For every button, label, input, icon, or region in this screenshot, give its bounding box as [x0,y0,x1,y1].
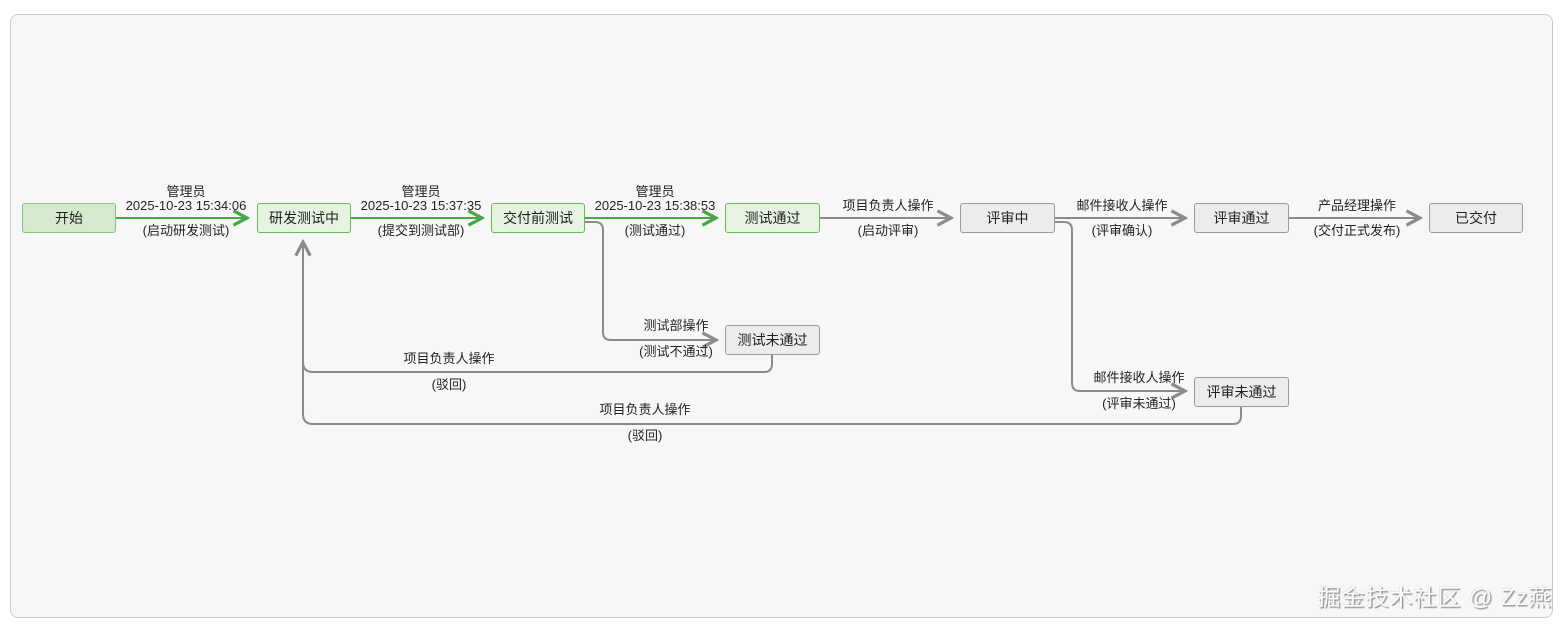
edge-timestamp: 2025-10-23 15:34:06 [125,198,247,213]
edge-label-testfailed-dev: 项目负责人操作 (驳回) [403,352,494,392]
node-review-passed: 评审通过 [1194,203,1289,233]
edge-label-dev-predelivery: 管理员 2025-10-23 15:37:35 (提交到测试部) [361,185,482,238]
edge-actor: 测试部操作 [643,318,709,333]
edge-label-predelivery-testpassed: 管理员 2025-10-23 15:38:53 (测试通过) [595,185,716,238]
edge-action: (测试不通过) [639,344,713,359]
node-dev-testing: 研发测试中 [257,203,351,233]
edge-actor: 项目负责人操作 [599,402,691,417]
edge-action: (测试通过) [624,223,686,238]
edge-action: (评审确认) [1091,223,1153,238]
edge-action: (驳回) [627,428,663,443]
node-delivered: 已交付 [1429,203,1523,233]
edge-actor: 邮件接收人操作 [1093,370,1185,385]
edge-action: (提交到测试部) [377,223,465,238]
edge-actor: 项目负责人操作 [403,351,495,366]
node-test-passed: 测试通过 [725,203,820,233]
edge-action: (交付正式发布) [1313,223,1401,238]
edge-label-predelivery-testfailed: 测试部操作 (测试不通过) [639,319,713,359]
node-pre-delivery-testing: 交付前测试 [491,203,585,233]
edge-action: (驳回) [431,377,467,392]
edge-actor: 产品经理操作 [1317,198,1397,213]
edge-timestamp: 2025-10-23 15:37:35 [360,198,482,213]
edge-label-inreview-reviewfailed: 邮件接收人操作 (评审未通过) [1093,371,1184,411]
edge-actor: 管理员 [401,184,441,199]
edge-actor: 项目负责人操作 [842,198,934,213]
edge-timestamp: 2025-10-23 15:38:53 [594,198,716,213]
node-review-failed: 评审未通过 [1194,377,1289,407]
edge-actor: 邮件接收人操作 [1076,198,1168,213]
edge-label-inreview-reviewpassed: 邮件接收人操作 (评审确认) [1076,199,1167,238]
edge-label-reviewpassed-delivered: 产品经理操作 (交付正式发布) [1314,199,1401,238]
node-test-failed: 测试未通过 [725,325,820,355]
edge-actor: 管理员 [166,184,206,199]
edge-action: (评审未通过) [1102,396,1176,411]
edge-label-testpassed-inreview: 项目负责人操作 (启动评审) [842,199,933,238]
edge-action: (启动研发测试) [142,223,230,238]
edge-action: (启动评审) [857,223,919,238]
edge-label-start-dev: 管理员 2025-10-23 15:34:06 (启动研发测试) [126,185,247,238]
node-in-review: 评审中 [960,203,1055,233]
edge-label-reviewfailed-dev: 项目负责人操作 (驳回) [599,403,690,443]
watermark: 掘金技术社区 @ Zz燕 [1317,584,1552,610]
edge-actor: 管理员 [635,184,675,199]
node-start: 开始 [22,203,116,233]
